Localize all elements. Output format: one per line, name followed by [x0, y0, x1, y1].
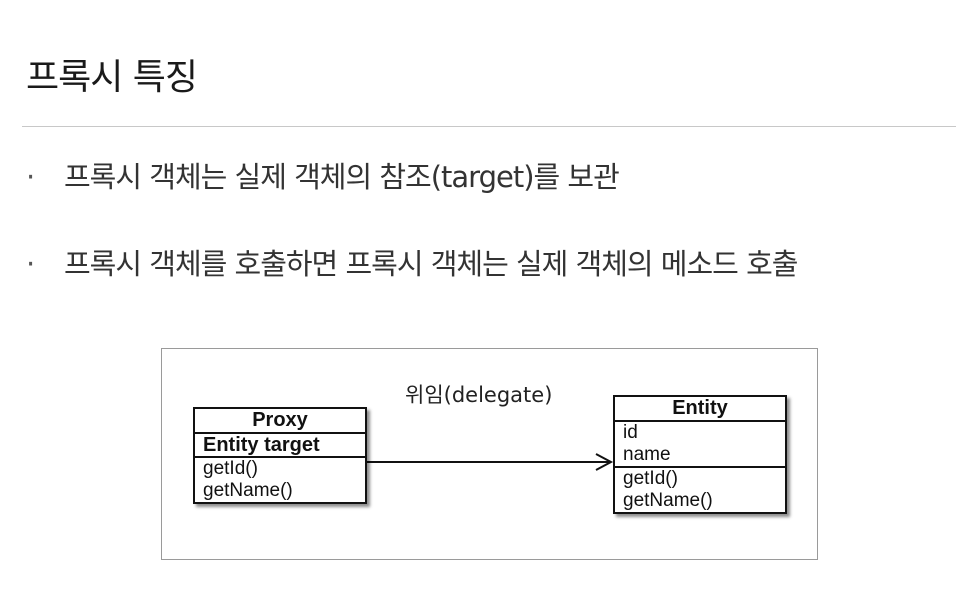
proxy-method: getId() [203, 458, 258, 479]
delegation-arrow [367, 453, 614, 471]
proxy-methods: getId() getName() [195, 458, 365, 502]
entity-field: id [623, 422, 638, 443]
entity-field: name [623, 444, 671, 465]
entity-method: getId() [623, 468, 678, 489]
proxy-fields: Entity target [195, 434, 365, 458]
bullet-text: 프록시 객체를 호출하면 프록시 객체는 실제 객체의 메소드 호출 [64, 247, 798, 281]
bullet-item: · 프록시 객체는 실제 객체의 참조(target)를 보관 [26, 154, 620, 196]
proxy-class-name: Proxy [195, 409, 365, 434]
entity-fields: id name [615, 422, 785, 468]
bullet-marker: · [26, 247, 35, 281]
delegation-label: 위임(delegate) [405, 383, 553, 407]
proxy-class-box: Proxy Entity target getId() getName() [193, 407, 367, 504]
bullet-marker: · [26, 160, 35, 194]
title-divider [22, 126, 956, 127]
entity-method: getName() [623, 490, 713, 511]
bullet-text: 프록시 객체는 실제 객체의 참조(target)를 보관 [64, 160, 620, 194]
bullet-item: · 프록시 객체를 호출하면 프록시 객체는 실제 객체의 메소드 호출 [26, 241, 798, 283]
proxy-field: Entity target [203, 434, 320, 456]
page-title: 프록시 특징 [26, 57, 198, 98]
proxy-method: getName() [203, 480, 293, 501]
uml-diagram: 위임(delegate) Proxy Entity target getId()… [161, 348, 818, 560]
entity-class-name: Entity [615, 397, 785, 422]
entity-methods: getId() getName() [615, 468, 785, 512]
entity-class-box: Entity id name getId() getName() [613, 395, 787, 514]
